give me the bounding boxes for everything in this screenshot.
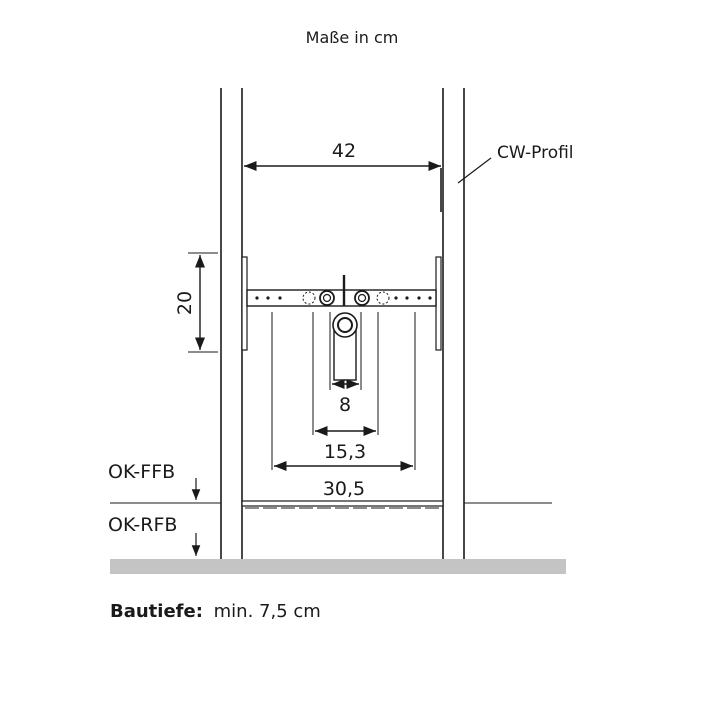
dimension-15-3: 15,3 bbox=[315, 425, 376, 463]
finished-floor-label: OK-FFB bbox=[108, 461, 175, 483]
outer-spacing-label: 30,5 bbox=[323, 478, 365, 500]
level-ok-ffb: OK-FFB bbox=[108, 461, 201, 500]
dimension-42: 42 bbox=[244, 140, 441, 172]
cw-profile-leader bbox=[457, 157, 492, 184]
build-depth: Bautiefe: min. 7,5 cm bbox=[110, 601, 321, 622]
mounting-rail bbox=[246, 275, 437, 381]
width-label: 42 bbox=[332, 140, 356, 162]
base-frame bbox=[241, 500, 444, 509]
build-depth-label: Bautiefe: bbox=[110, 601, 203, 622]
cw-profile-label: CW-Profil bbox=[497, 143, 574, 163]
pipe-spacing-label: 8 bbox=[339, 394, 351, 416]
level-ok-rfb: OK-RFB bbox=[108, 514, 201, 556]
left-cw-profile bbox=[220, 88, 248, 559]
mid-spacing-label: 15,3 bbox=[324, 441, 366, 463]
raw-floor-label: OK-RFB bbox=[108, 514, 177, 536]
extension-lines bbox=[271, 312, 416, 470]
build-depth-value: min. 7,5 cm bbox=[214, 601, 321, 622]
dimension-20: 20 bbox=[174, 252, 218, 353]
dimension-8: 8 bbox=[332, 378, 359, 416]
height-label: 20 bbox=[174, 291, 196, 315]
floor-slab bbox=[110, 559, 566, 574]
units-note: Maße in cm bbox=[306, 28, 399, 47]
dimension-30-5: 30,5 bbox=[274, 460, 413, 500]
right-cw-profile bbox=[435, 88, 465, 559]
